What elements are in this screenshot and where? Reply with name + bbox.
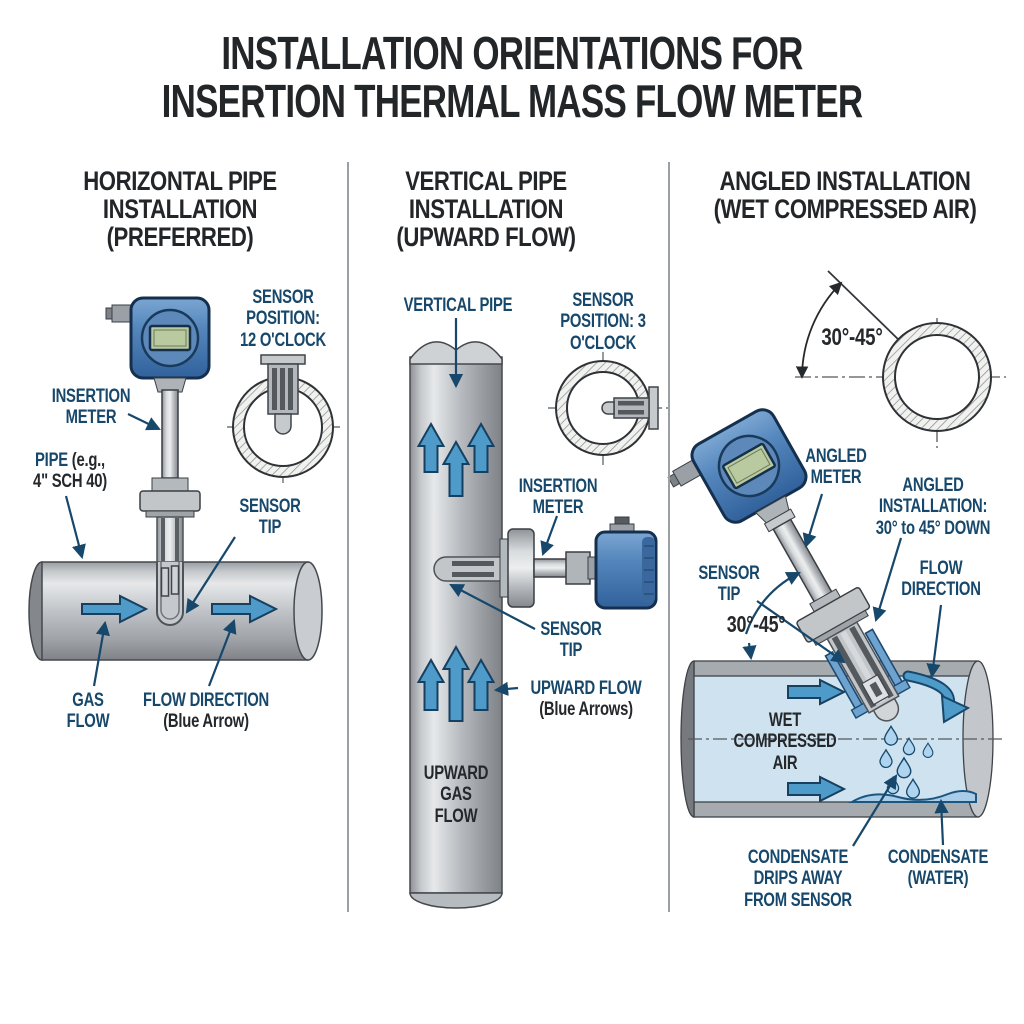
heading-angled-installation: ANGLED INSTALLATION (WET COMPRESSED AIR) [713,166,977,225]
heading-horizontal-pipe: HORIZONTAL PIPE INSTALLATION (PREFERRED) [83,166,277,253]
flow-direction-text: FLOW DIRECTION [143,690,269,711]
angled-insertion-meter [667,408,911,722]
label-upward-flow: UPWARD FLOW(Blue Arrows) [527,678,646,721]
heading-vertical-pipe: VERTICAL PIPE INSTALLATION (UPWARD FLOW) [396,166,576,253]
label-angle-range-pipe: 30°-45° [726,611,786,637]
flow-arrow-right [787,678,847,803]
label-condensate-drips: CONDENSATE DRIPS AWAY FROM SENSOR [744,847,852,911]
horizontal-pipe-diagram [28,296,340,687]
lcd-display [722,442,776,490]
title-line-2: INSERTION THERMAL MASS FLOW METER [161,74,863,127]
panel-divider-1 [347,162,349,912]
label-sensor-tip: SENSOR TIP [239,496,301,539]
label-insertion-meter: INSERTION METER [51,386,131,429]
label-flow-direction: FLOW DIRECTION(Blue Arrow) [139,690,273,733]
upward-flow-text: UPWARD FLOW [530,678,642,699]
pipe-label-name: PIPE [35,450,68,471]
sensor-element [170,565,180,595]
flow-direction-note: (Blue Arrow) [163,711,249,733]
page-title: INSTALLATION ORIENTATIONS FOR INSERTION … [123,27,901,127]
upward-flow-note: (Blue Arrows) [539,699,633,721]
mounting-flange [507,528,535,608]
insertion-meter-side [433,516,658,610]
insertion-meter-vertical [105,296,211,626]
title-line-1: INSTALLATION ORIENTATIONS FOR [221,27,803,79]
label-pipe: PIPE (e.g., 4" SCH 40) [29,450,110,493]
leader-arrows [742,493,949,847]
cross-section-12-oclock [227,354,340,483]
sensor-element [160,567,170,597]
lcd-display [148,324,192,352]
mounting-flange [139,490,201,512]
leader-arrows [64,413,237,687]
sensor-probe [433,556,509,582]
label-condensate-water: CONDENSATE (WATER) [887,847,989,890]
cross-section-3-oclock [548,352,672,465]
leader-arrows [448,318,559,697]
label-angle-range: 30°-45° [821,324,883,351]
label-sensor-tip: SENSOR TIP [540,619,602,662]
angle-reference-drawing [795,270,1006,448]
label-wet-compressed-air: WET COMPRESSED AIR [733,710,837,774]
meter-stem [161,389,179,479]
transmitter-head [594,530,658,610]
label-angled-meter: ANGLED METER [805,446,867,489]
label-insertion-meter: INSERTION METER [518,476,598,519]
sensor-tip-cap [872,697,900,722]
label-sensor-position-12-oclock: SENSOR POSITION: 12 O'CLOCK [239,287,326,351]
pipe-label-detail: (e.g., 4" SCH 40) [33,450,107,493]
angled-installation-diagram [667,270,1006,847]
label-sensor-position-3-oclock: SENSOR POSITION: 3 O'CLOCK [560,290,646,354]
upward-flow-arrows [416,421,496,722]
label-gas-flow: GAS FLOW [66,690,110,733]
label-angled-installation: ANGLED INSTALLATION: 30° to 45° DOWN [875,475,991,539]
label-upward-gas-flow: UPWARD GAS FLOW [423,763,489,827]
label-vertical-pipe: VERTICAL PIPE [403,295,513,316]
vertical-pipe-diagram [409,318,672,909]
meter-stem [772,518,834,605]
panel-divider-2 [668,162,670,912]
label-flow-direction: FLOW DIRECTION [901,558,981,601]
flow-around-sensor-arrow [902,670,971,724]
label-sensor-tip: SENSOR TIP [698,563,760,606]
flow-arrow-right [81,594,279,624]
